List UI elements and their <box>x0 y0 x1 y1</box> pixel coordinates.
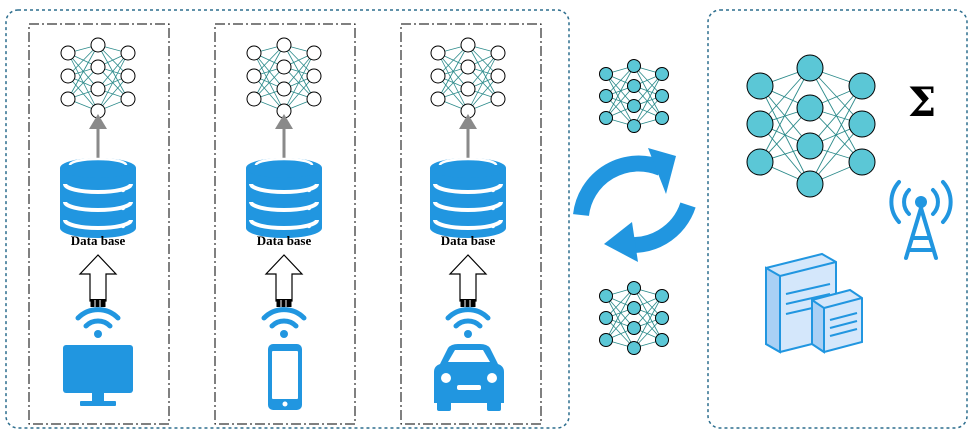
global-model-icon <box>746 54 876 198</box>
server-rack-icon <box>765 252 863 354</box>
wifi-1-icon <box>78 310 118 338</box>
data-flow-arrow-2-icon <box>265 254 303 308</box>
local-model-1-icon <box>60 37 136 119</box>
uploaded-model-icon <box>599 59 669 133</box>
monitor-icon <box>63 345 133 406</box>
database-label-3: Data base <box>441 233 496 248</box>
wifi-3-icon <box>448 310 488 338</box>
car-icon <box>434 344 504 411</box>
client-1: Data base <box>58 37 138 406</box>
smartphone-icon <box>268 344 302 410</box>
sync-icon <box>573 148 696 262</box>
client-2: Data base <box>244 37 324 410</box>
wifi-2-icon <box>264 310 304 338</box>
data-flow-arrow-1-icon <box>79 254 117 308</box>
database-1-icon <box>58 156 138 240</box>
database-label-1: Data base <box>71 233 126 248</box>
client-3: Data base <box>428 37 508 411</box>
database-2-icon <box>244 156 324 240</box>
aggregated-model-icon <box>599 281 669 355</box>
local-model-2-icon <box>246 37 322 119</box>
database-label-2: Data base <box>257 233 312 248</box>
antenna-icon <box>889 180 953 260</box>
aggregation-symbol: Σ <box>908 79 936 126</box>
data-flow-arrow-3-icon <box>449 254 487 308</box>
server-frame <box>707 9 968 429</box>
local-model-3-icon <box>430 37 506 119</box>
database-3-icon <box>428 156 508 240</box>
